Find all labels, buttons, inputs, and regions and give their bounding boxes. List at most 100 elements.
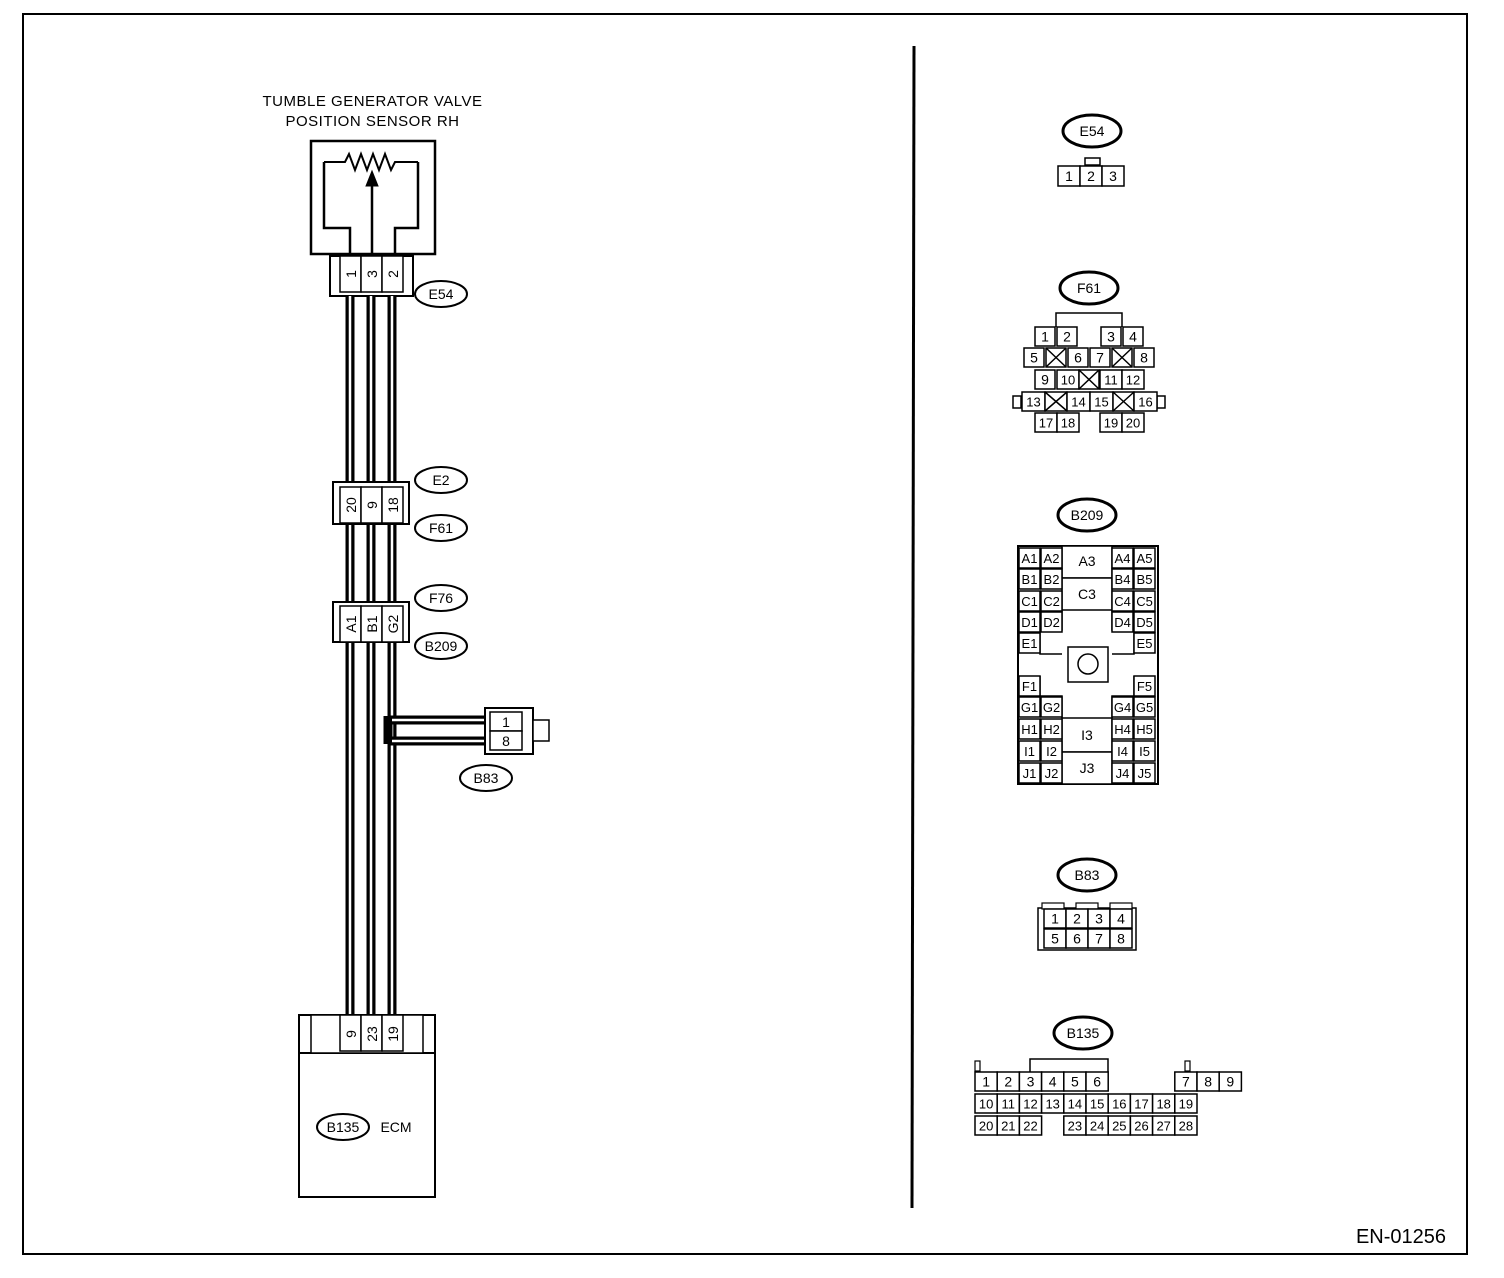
ecm-connector-tag: B135 bbox=[327, 1119, 360, 1135]
b209-pin-i3: I3 bbox=[1081, 727, 1093, 743]
b83-pin-6: 6 bbox=[1073, 931, 1081, 947]
pin-cell bbox=[1174, 1093, 1198, 1114]
b209-pin-g5: G5 bbox=[1136, 700, 1153, 715]
b209-pin-a1: A1 bbox=[1022, 551, 1038, 566]
b209-pin-j2: J2 bbox=[1045, 766, 1059, 781]
b209-pin-i1: I1 bbox=[1024, 744, 1035, 759]
b135-pin-6: 6 bbox=[1093, 1074, 1101, 1090]
b135-pin-7: 7 bbox=[1182, 1074, 1190, 1090]
b83-pin-2: 2 bbox=[1073, 911, 1081, 927]
b135-pin-8: 8 bbox=[1204, 1074, 1212, 1090]
b83-view-tag: B83 bbox=[1075, 867, 1100, 883]
sensor-title-line2: POSITION SENSOR RH bbox=[285, 113, 460, 130]
b209-pin-j3: J3 bbox=[1080, 760, 1095, 776]
junction1-pin-20: 20 bbox=[343, 497, 359, 513]
f61-pin-8: 8 bbox=[1140, 350, 1148, 366]
ecm-pin-19: 19 bbox=[385, 1026, 401, 1042]
b135-pin-14: 14 bbox=[1068, 1097, 1082, 1112]
f61-pin-2: 2 bbox=[1063, 329, 1071, 345]
junction1-pin-18: 18 bbox=[385, 497, 401, 513]
junction1-pin-9: 9 bbox=[364, 501, 380, 509]
branch-wires bbox=[383, 715, 485, 746]
b135-pin-16: 16 bbox=[1112, 1097, 1126, 1112]
b135-pin-25: 25 bbox=[1112, 1119, 1126, 1134]
b135-pin-11: 11 bbox=[1002, 1097, 1016, 1112]
e54-pin-2: 2 bbox=[1087, 168, 1095, 184]
pin-cell bbox=[1111, 611, 1134, 633]
f61-pin-11: 11 bbox=[1104, 373, 1118, 388]
junction1-connector: 20 9 18 bbox=[332, 481, 410, 525]
tag-e54: E54 bbox=[429, 286, 454, 302]
pin-cell bbox=[1040, 568, 1063, 590]
sensor-pin-3: 3 bbox=[364, 270, 380, 278]
b209-pin-d2: D2 bbox=[1043, 615, 1060, 630]
f61-pin-12: 12 bbox=[1126, 373, 1140, 388]
b135-pin-2: 2 bbox=[1004, 1074, 1012, 1090]
tag-b83: B83 bbox=[474, 770, 499, 786]
b209-pin-c1: C1 bbox=[1021, 594, 1038, 609]
blank-cavity-cross bbox=[1111, 347, 1133, 368]
b209-pin-c2: C2 bbox=[1043, 594, 1060, 609]
pin-cell bbox=[1018, 1115, 1043, 1136]
tag-e2: E2 bbox=[432, 472, 449, 488]
f61-pin-3: 3 bbox=[1107, 329, 1115, 345]
b135-pin-15: 15 bbox=[1090, 1097, 1104, 1112]
tag-f61: F61 bbox=[429, 520, 453, 536]
b135-pin-22: 22 bbox=[1023, 1119, 1037, 1134]
pin-cell bbox=[1121, 412, 1145, 433]
e54-pin-1: 1 bbox=[1065, 168, 1073, 184]
pin-cell bbox=[1034, 326, 1056, 347]
f61-pin-9: 9 bbox=[1041, 372, 1049, 388]
f61-pin-5: 5 bbox=[1030, 350, 1038, 366]
sensor-symbol bbox=[309, 139, 437, 256]
pin-cell bbox=[1018, 696, 1041, 718]
f61-pin-14: 14 bbox=[1071, 395, 1085, 410]
pin-cell bbox=[1067, 347, 1089, 368]
ecm-unit: 9 23 19 B135 ECM bbox=[298, 1014, 436, 1198]
pin-cell bbox=[1040, 762, 1063, 784]
b135-pin-10: 10 bbox=[979, 1097, 993, 1112]
pin-cell bbox=[1111, 547, 1134, 569]
b209-pin-e5: E5 bbox=[1137, 636, 1153, 651]
pin-cell bbox=[1133, 675, 1156, 697]
harness-tags: E54 E2 F61 F76 B209 B83 bbox=[414, 280, 513, 792]
e54-pin-3: 3 bbox=[1109, 168, 1117, 184]
f61-pin-7: 7 bbox=[1096, 350, 1104, 366]
b135-pin-24: 24 bbox=[1090, 1119, 1104, 1134]
branch-pin-8: 8 bbox=[502, 733, 510, 749]
sensor-pin-1: 1 bbox=[343, 270, 359, 278]
pin-cell bbox=[1089, 347, 1111, 368]
pin-cell bbox=[1133, 762, 1156, 784]
tag-b209: B209 bbox=[425, 638, 458, 654]
b209-pin-c5: C5 bbox=[1136, 594, 1153, 609]
tag-f76: F76 bbox=[429, 590, 453, 606]
ecm-label: ECM bbox=[380, 1119, 411, 1135]
sensor-title-line1: TUMBLE GENERATOR VALVE bbox=[262, 93, 483, 110]
pin-cell bbox=[1133, 568, 1156, 590]
branch-connector: 1 8 bbox=[484, 707, 550, 755]
pin-cell bbox=[1018, 675, 1041, 697]
f61-pin-16: 16 bbox=[1138, 395, 1152, 410]
pin-cell bbox=[1040, 611, 1063, 633]
b135-pin-4: 4 bbox=[1049, 1074, 1057, 1090]
pin-cell bbox=[1018, 611, 1041, 633]
b135-pin-3: 3 bbox=[1027, 1074, 1035, 1090]
b209-view-tag: B209 bbox=[1071, 507, 1104, 523]
pin-cell bbox=[1133, 740, 1156, 762]
b135-pin-12: 12 bbox=[1023, 1097, 1037, 1112]
pin-cell bbox=[1040, 590, 1063, 612]
pin-cell bbox=[1111, 568, 1134, 590]
b135-view-tag: B135 bbox=[1067, 1025, 1100, 1041]
pin-cell bbox=[1133, 718, 1156, 740]
b209-pin-f5: F5 bbox=[1137, 679, 1152, 694]
b209-pin-h5: H5 bbox=[1136, 722, 1153, 737]
b135-pin-19: 19 bbox=[1179, 1097, 1193, 1112]
b135-pin-17: 17 bbox=[1134, 1097, 1148, 1112]
b209-pin-a4: A4 bbox=[1115, 551, 1131, 566]
pin-cell bbox=[1023, 347, 1045, 368]
